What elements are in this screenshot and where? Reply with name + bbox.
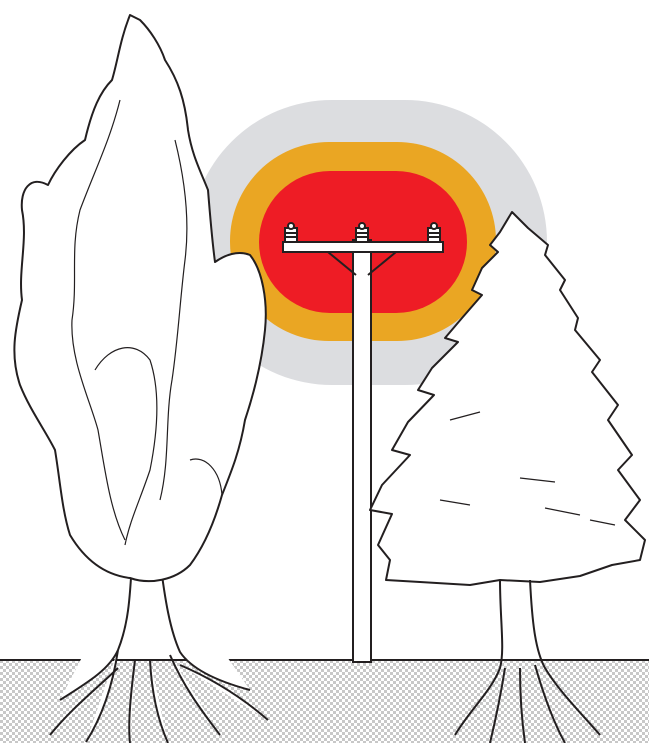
tall-columnar-tree <box>14 15 268 743</box>
pole-shaft <box>353 240 371 662</box>
pole-crossarm <box>283 242 443 252</box>
